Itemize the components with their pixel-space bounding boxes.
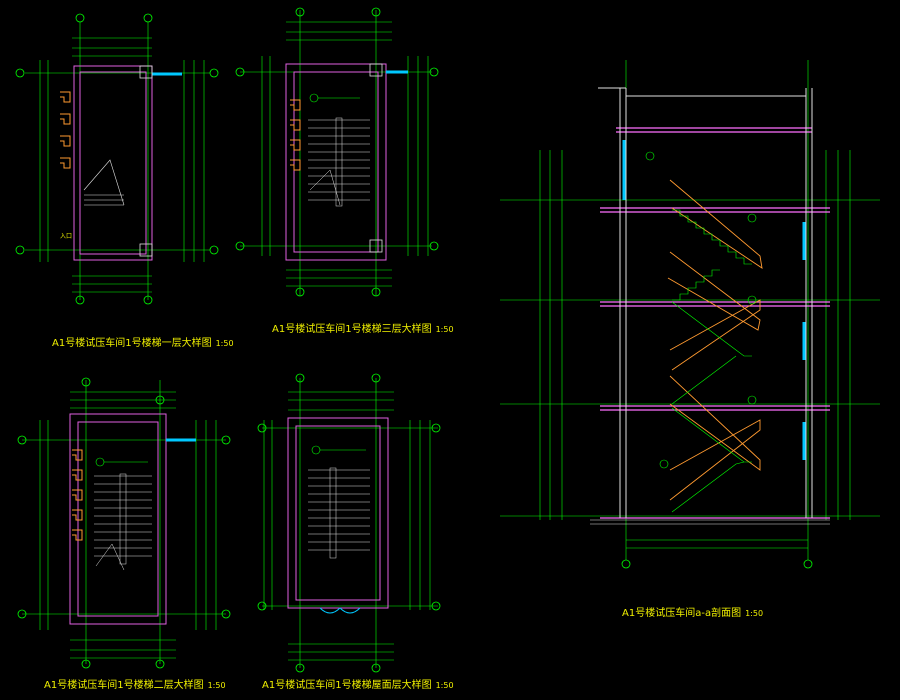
plan-2-drawing <box>17 377 231 669</box>
svg-text:入口: 入口 <box>60 233 72 240</box>
section-aa-dimensions <box>500 60 880 560</box>
plan-1-column-2 <box>139 243 153 257</box>
plan-1-title-text: A1号楼试压车间1号楼梯一层大样图 <box>52 338 212 349</box>
plan-roof-door <box>319 607 361 614</box>
section-aa-stair-flights <box>667 179 763 501</box>
plan-1-step-hatches <box>60 91 71 169</box>
plan-2-title-text: A1号楼试压车间1号楼梯二层大样图 <box>44 680 204 691</box>
plan-1-stair <box>83 159 125 206</box>
section-aa-stair-steps <box>671 209 752 513</box>
plan-1-axis-bubbles <box>15 13 219 305</box>
plan-3-drawing <box>235 7 439 297</box>
plan-3-step-hatches <box>290 99 301 171</box>
plan-roof-walls <box>287 417 389 609</box>
plan-1-dimensions <box>25 22 210 300</box>
plan-2-scale: 1:50 <box>207 681 226 690</box>
plan-1-drawing: 入口 <box>15 13 219 305</box>
plan-roof-title-text: A1号楼试压车间1号楼梯屋面层大样图 <box>262 680 432 691</box>
plan-roof-scale: 1:50 <box>435 681 454 690</box>
section-aa-title-text: A1号楼试压车间a-a剖面图 <box>622 608 742 619</box>
section-aa-walls <box>598 87 813 518</box>
plan-1-walls <box>73 65 153 261</box>
plan-3-axis-bubbles <box>235 7 439 297</box>
plan-2-stair-treads <box>94 473 152 571</box>
section-aa-ground <box>590 519 830 525</box>
section-aa-scale: 1:50 <box>745 609 764 618</box>
plan-roof-note-marker <box>311 445 366 455</box>
plan-3-walls <box>285 63 387 261</box>
plan-2-walls <box>69 413 167 625</box>
plan-2-dimensions <box>22 380 226 664</box>
section-aa-note-markers <box>645 151 757 469</box>
plan-roof-drawing <box>257 373 441 673</box>
section-aa-axis-bubbles <box>621 559 813 569</box>
section-aa-drawing <box>500 60 880 569</box>
plan-roof-stair-treads <box>308 467 370 559</box>
plan-2-note-marker <box>95 457 148 467</box>
plan-roof-dimensions <box>262 378 438 668</box>
plan-3-stair-treads <box>308 117 370 207</box>
plan-3-note-marker <box>309 93 360 103</box>
section-aa-windows <box>622 140 806 460</box>
plan-3-scale: 1:50 <box>435 325 454 334</box>
plan-3-column-2 <box>369 239 383 253</box>
section-aa-slabs <box>600 127 830 519</box>
plan-1-scale: 1:50 <box>215 339 234 348</box>
plan-3-column <box>369 63 383 77</box>
plan-3-title-text: A1号楼试压车间1号楼梯三层大样图 <box>272 324 432 335</box>
plan-1-labels: 入口 <box>60 233 72 240</box>
plan-1-column <box>139 65 153 79</box>
plan-2-step-hatches <box>72 449 83 541</box>
plan-2-axis-bubbles <box>17 377 231 669</box>
plan-roof-axis-bubbles <box>257 373 441 673</box>
